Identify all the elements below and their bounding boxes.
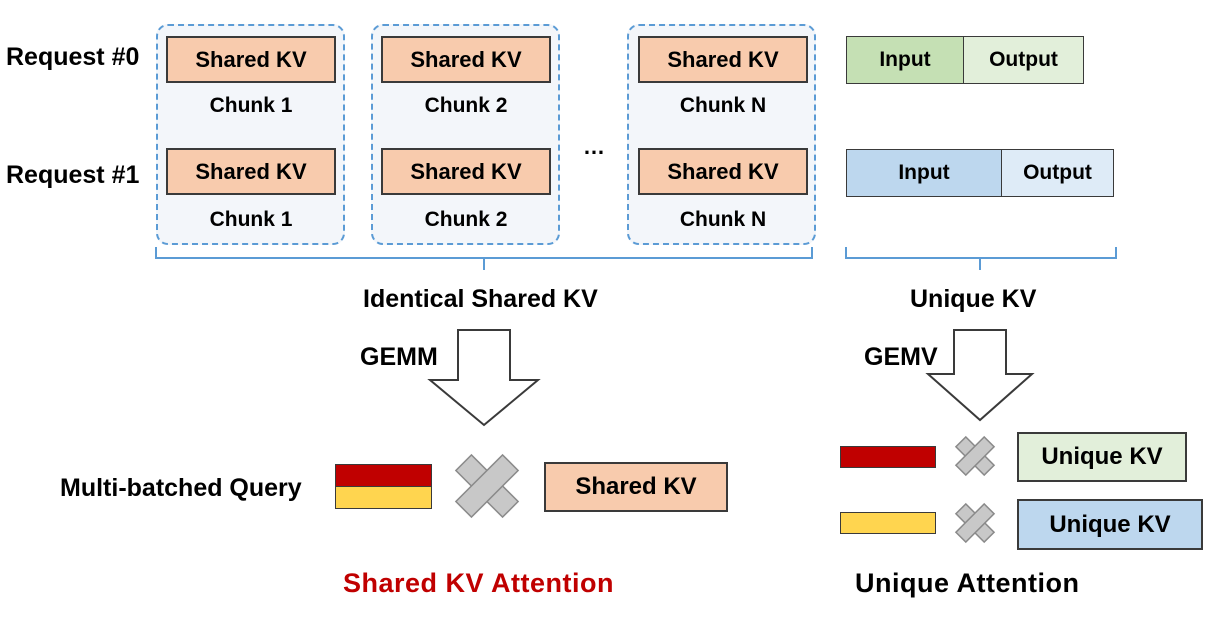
unique-kv-box-1: Unique KV [1017,432,1187,482]
shared-kv-r1-chunkn: Shared KV [638,148,808,195]
chunk-label-r1-n: Chunk N [679,208,767,231]
shared-brace [155,247,813,270]
r1-input: Input [846,149,1002,197]
gemm-label: GEMM [360,343,438,371]
unique-kv-label: Unique KV [910,285,1037,313]
chunk-label-r0-2: Chunk 2 [424,94,508,117]
chunk-label-r1-2: Chunk 2 [424,208,508,231]
chunk-label-r1-1: Chunk 1 [209,208,293,231]
request-1-label: Request #1 [6,161,140,189]
shared-kv-attention-caption: Shared KV Attention [343,568,615,598]
multiply-icon [454,453,520,519]
shared-kv-result-box: Shared KV [544,462,728,512]
unique-kv-box-2: Unique KV [1017,499,1203,550]
gemv-label: GEMV [864,343,938,371]
multi-batched-query-label: Multi-batched Query [60,474,302,502]
r1-output: Output [1001,149,1114,197]
unique-brace [845,247,1117,270]
gemm-arrow [427,329,541,427]
multiply-icon-unique-2 [954,502,996,544]
chunk-label-r0-n: Chunk N [679,94,767,117]
r0-input: Input [846,36,964,84]
query-bar-yellow [335,486,432,509]
shared-kv-r0-chunk2: Shared KV [381,36,551,83]
unique-query-yellow [840,512,936,534]
shared-kv-r1-chunk2: Shared KV [381,148,551,195]
unique-attention-caption: Unique Attention [855,568,1080,598]
shared-kv-r0-chunkn: Shared KV [638,36,808,83]
chunk-label-r0-1: Chunk 1 [209,94,293,117]
gemv-arrow [925,329,1035,422]
multiply-icon-unique-1 [954,435,996,477]
r0-output: Output [963,36,1084,84]
shared-kv-r0-chunk1: Shared KV [166,36,336,83]
shared-kv-r1-chunk1: Shared KV [166,148,336,195]
query-bar-red [335,464,432,487]
request-0-label: Request #0 [6,43,140,71]
identical-shared-kv-label: Identical Shared KV [363,285,598,313]
chunk-ellipsis: … [583,134,605,159]
unique-query-red [840,446,936,468]
